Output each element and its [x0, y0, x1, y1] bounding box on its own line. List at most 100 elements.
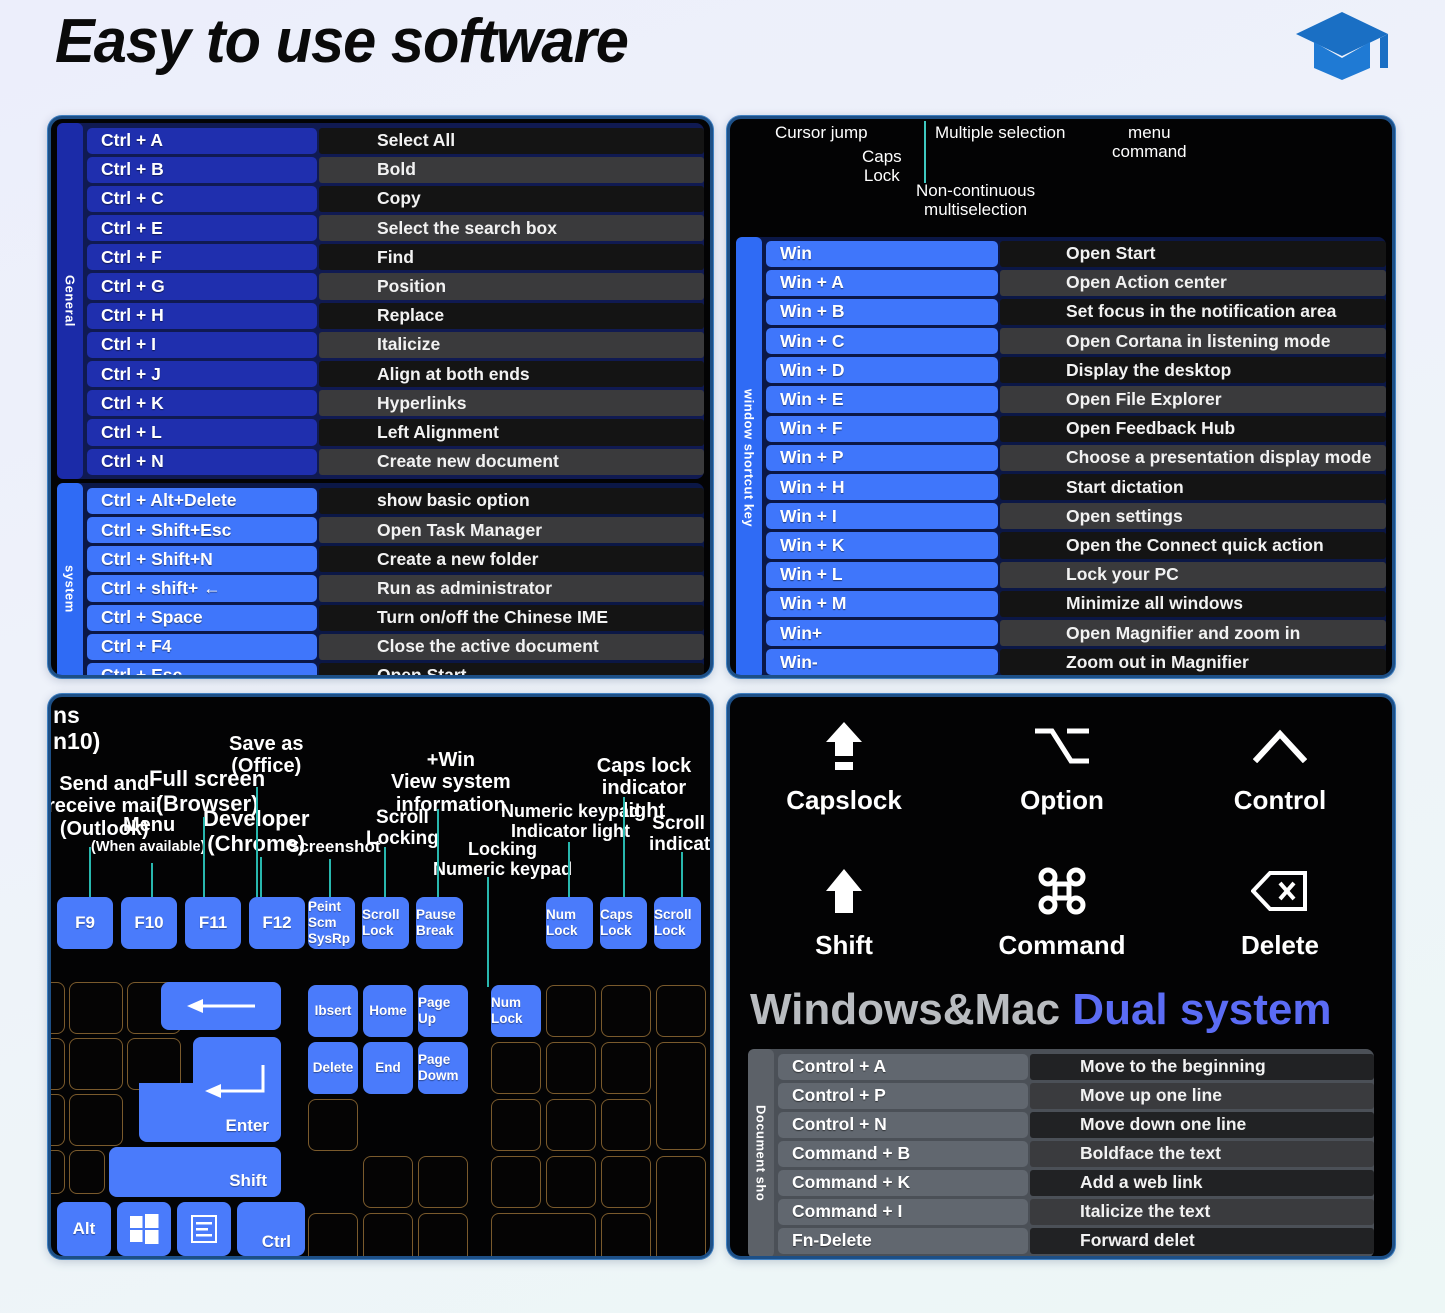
key-end[interactable]: End [363, 1042, 413, 1094]
shortcut-key: Ctrl + J [87, 361, 317, 388]
key-page-down[interactable]: Page Dowm [418, 1042, 468, 1094]
indicator-scroll-lock[interactable]: Scroll Lock [654, 897, 701, 949]
leader-line [924, 121, 926, 183]
key-f10[interactable]: F10 [121, 897, 177, 949]
shortcut-key: Command + I [778, 1198, 1028, 1225]
key-num-lock[interactable]: Num Lock [491, 985, 541, 1037]
mac-modifier-label: Command [998, 930, 1126, 960]
mac-modifier-label: Capslock [786, 785, 902, 815]
shortcut-desc: Open File Explorer [1000, 386, 1386, 413]
indicator-caps-lock[interactable]: Caps Lock [600, 897, 647, 949]
key-ctrl[interactable]: Ctrl [237, 1202, 305, 1256]
table-row[interactable]: Ctrl + shift+ ←Run as administrator [87, 574, 704, 603]
annotation-scroll-locking: Scroll Locking [366, 807, 439, 850]
key-blank [491, 1213, 596, 1256]
shortcut-key: Control + N [778, 1111, 1028, 1138]
key-scroll-lock[interactable]: Scroll Lock [362, 897, 409, 949]
key-blank [546, 1156, 596, 1208]
leader-line [256, 787, 258, 897]
shortcut-key: Win + A [766, 269, 998, 296]
key-f12[interactable]: F12 [249, 897, 305, 949]
shortcut-key: Ctrl + F4 [87, 633, 317, 660]
key-alt[interactable]: Alt [57, 1202, 111, 1256]
shortcut-key: Ctrl + E [87, 215, 317, 242]
key-enter[interactable]: Enter [139, 1037, 281, 1142]
key-shift[interactable]: Shift [109, 1147, 281, 1197]
page-header: Easy to use software [0, 0, 1445, 100]
shortcut-key: Ctrl + Shift+N [87, 546, 317, 573]
shortcut-key: Command + B [778, 1140, 1028, 1167]
shortcut-key: Win + K [766, 532, 998, 559]
shortcut-key: Ctrl + A [87, 127, 317, 154]
shortcut-key: Control + P [778, 1082, 1028, 1109]
shortcut-key: Ctrl + shift+ ← [87, 575, 317, 602]
key-blank [491, 1156, 541, 1208]
key-insert[interactable]: Ibsert [308, 985, 358, 1037]
leader-line [568, 842, 570, 897]
mac-modifier-shift: Shift [734, 860, 954, 961]
annotation-save-as-office: Save as (Office) [229, 733, 304, 778]
key-menu[interactable] [177, 1202, 231, 1256]
key-home[interactable]: Home [363, 985, 413, 1037]
dual-system-title: Windows&Mac Dual system [750, 985, 1332, 1035]
shortcut-desc: Italicize [319, 331, 704, 358]
key-print-screen[interactable]: Peint Scm SysRp [308, 897, 355, 949]
key-page-up[interactable]: Page Up [418, 985, 468, 1037]
shortcut-desc: Align at both ends [319, 361, 704, 388]
table-row[interactable]: Win-Zoom out in Magnifier [766, 648, 1386, 675]
key-blank [546, 1099, 596, 1151]
key-f9[interactable]: F9 [57, 897, 113, 949]
key-blank [656, 985, 706, 1037]
key-pause-break[interactable]: Pause Break [416, 897, 463, 949]
shortcut-desc: Copy [319, 185, 704, 213]
shortcut-desc: Create new document [319, 448, 704, 475]
indicator-num-lock[interactable]: Num Lock [546, 897, 593, 949]
key-delete[interactable]: Delete [308, 1042, 358, 1094]
key-windows[interactable] [117, 1202, 171, 1256]
shortcut-key: Win + I [766, 503, 998, 530]
key-backspace[interactable] [161, 982, 281, 1030]
table-row[interactable]: Win+Open Magnifier and zoom in [766, 618, 1386, 647]
key-f11[interactable]: F11 [185, 897, 241, 949]
